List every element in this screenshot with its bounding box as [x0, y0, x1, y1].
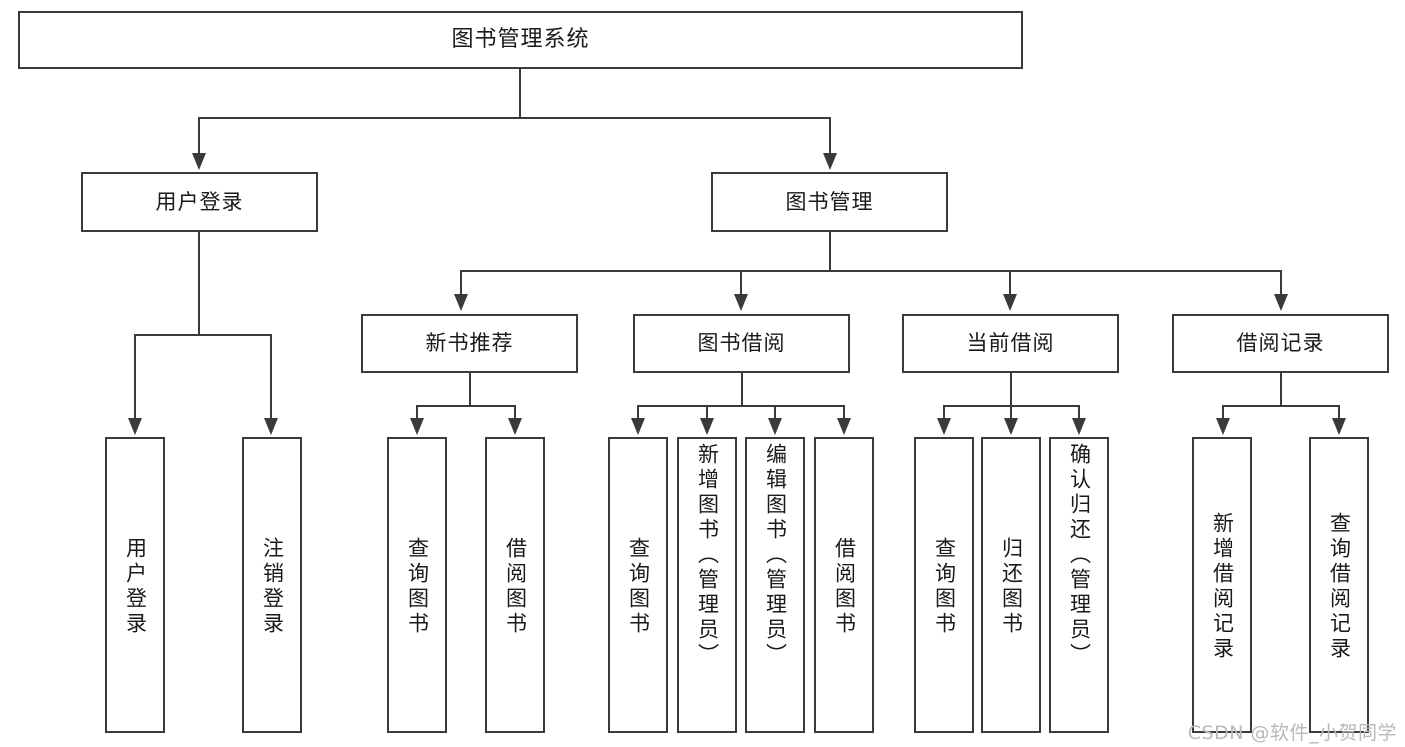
arrowhead-leaf-borrow-record-0: [1216, 418, 1230, 435]
connector-current-borrow-stem: [1010, 373, 1012, 405]
connector-drop-leaf-current-borrow-0: [943, 405, 945, 420]
node-user-login[interactable]: 用户登录: [81, 172, 318, 232]
arrowhead-leaf-new-book-1: [508, 418, 522, 435]
connector-drop-leaf-book-borrow-1: [706, 405, 708, 420]
node-label: 查询图书: [932, 537, 957, 637]
node-label: 查询借阅记录: [1327, 512, 1352, 662]
connector-drop-leaf-borrow-record-1: [1338, 405, 1340, 420]
connector-drop-new-book: [460, 270, 462, 296]
node-label: 用户登录: [155, 189, 244, 214]
leaf-book-borrow-borrow-book[interactable]: 借阅图书: [814, 437, 874, 733]
arrowhead-new-book: [454, 294, 468, 311]
leaf-user-login-logout[interactable]: 注销登录: [242, 437, 302, 733]
node-new-book-recommend[interactable]: 新书推荐: [361, 314, 578, 373]
connector-drop-leaf-user-login-0: [134, 334, 136, 420]
node-book-management[interactable]: 图书管理: [711, 172, 948, 232]
node-label: 用户登录: [123, 537, 148, 637]
arrowhead-current-borrow: [1003, 294, 1017, 311]
arrowhead-leaf-book-borrow-1: [700, 418, 714, 435]
connector-drop-leaf-user-login-1: [270, 334, 272, 420]
connector-root-stem: [519, 69, 521, 118]
leaf-user-login-user-login[interactable]: 用户登录: [105, 437, 165, 733]
node-label: 借阅图书: [832, 537, 857, 637]
leaf-borrow-record-add-record[interactable]: 新增借阅记录: [1192, 437, 1252, 733]
node-label: 借阅图书: [503, 537, 528, 637]
node-label: 新增借阅记录: [1210, 512, 1235, 662]
leaf-borrow-record-query-record[interactable]: 查询借阅记录: [1309, 437, 1369, 733]
connector-user-login-bus: [134, 334, 271, 336]
connector-drop-borrow-record: [1280, 270, 1282, 296]
connector-drop-leaf-current-borrow-2: [1078, 405, 1080, 420]
connector-new-book-stem: [469, 373, 471, 405]
connector-book-borrow-bus: [637, 405, 844, 407]
leaf-current-borrow-confirm-return-admin[interactable]: 确认归还（管理员）: [1049, 437, 1109, 733]
node-label: 新增图书（管理员）: [695, 443, 720, 668]
connector-borrow-record-bus: [1222, 405, 1339, 407]
connector-borrow-record-stem: [1280, 373, 1282, 405]
node-label: 查询图书: [405, 537, 430, 637]
node-label: 当前借阅: [966, 331, 1055, 356]
arrowhead-leaf-current-borrow-2: [1072, 418, 1086, 435]
leaf-new-book-borrow-book[interactable]: 借阅图书: [485, 437, 545, 733]
connector-drop-user-login: [198, 117, 200, 155]
arrowhead-leaf-current-borrow-0: [937, 418, 951, 435]
connector-book-management-stem: [829, 232, 831, 270]
arrowhead-user-login: [192, 153, 206, 170]
node-book-borrow[interactable]: 图书借阅: [633, 314, 850, 373]
connector-drop-book-management: [829, 117, 831, 155]
connector-drop-leaf-book-borrow-0: [637, 405, 639, 420]
arrowhead-leaf-user-login-1: [264, 418, 278, 435]
connector-level1-bus: [198, 117, 831, 119]
connector-drop-leaf-current-borrow-1: [1010, 405, 1012, 420]
connector-drop-leaf-new-book-1: [514, 405, 516, 420]
arrowhead-leaf-book-borrow-3: [837, 418, 851, 435]
connector-drop-leaf-borrow-record-0: [1222, 405, 1224, 420]
node-current-borrow[interactable]: 当前借阅: [902, 314, 1119, 373]
connector-new-book-bus: [416, 405, 515, 407]
node-label: 新书推荐: [425, 331, 514, 356]
node-label: 注销登录: [260, 537, 285, 637]
connector-user-login-stem: [198, 232, 200, 334]
node-label: 归还图书: [999, 537, 1024, 637]
connector-drop-leaf-new-book-0: [416, 405, 418, 420]
connector-drop-current-borrow: [1009, 270, 1011, 296]
arrowhead-borrow-record: [1274, 294, 1288, 311]
arrowhead-leaf-new-book-0: [410, 418, 424, 435]
leaf-book-borrow-add-book-admin[interactable]: 新增图书（管理员）: [677, 437, 737, 733]
arrowhead-leaf-current-borrow-1: [1004, 418, 1018, 435]
connector-level2-bus: [460, 270, 1281, 272]
node-borrow-record[interactable]: 借阅记录: [1172, 314, 1389, 373]
arrowhead-book-management: [823, 153, 837, 170]
arrowhead-leaf-borrow-record-1: [1332, 418, 1346, 435]
node-label: 查询图书: [626, 537, 651, 637]
node-label: 图书管理系统: [451, 27, 590, 53]
node-label: 图书管理: [785, 189, 874, 214]
leaf-current-borrow-query-book[interactable]: 查询图书: [914, 437, 974, 733]
leaf-new-book-query-book[interactable]: 查询图书: [387, 437, 447, 733]
leaf-book-borrow-edit-book-admin[interactable]: 编辑图书（管理员）: [745, 437, 805, 733]
arrowhead-leaf-book-borrow-2: [768, 418, 782, 435]
connector-book-borrow-stem: [741, 373, 743, 405]
arrowhead-leaf-user-login-0: [128, 418, 142, 435]
leaf-current-borrow-return-book[interactable]: 归还图书: [981, 437, 1041, 733]
node-label: 确认归还（管理员）: [1067, 443, 1092, 668]
connector-drop-leaf-book-borrow-2: [774, 405, 776, 420]
node-root-book-management-system[interactable]: 图书管理系统: [18, 11, 1023, 69]
connector-drop-book-borrow: [740, 270, 742, 296]
node-label: 图书借阅: [697, 331, 786, 356]
node-label: 编辑图书（管理员）: [763, 443, 788, 668]
leaf-book-borrow-query-book[interactable]: 查询图书: [608, 437, 668, 733]
arrowhead-book-borrow: [734, 294, 748, 311]
connector-drop-leaf-book-borrow-3: [843, 405, 845, 420]
node-label: 借阅记录: [1236, 331, 1325, 356]
arrowhead-leaf-book-borrow-0: [631, 418, 645, 435]
